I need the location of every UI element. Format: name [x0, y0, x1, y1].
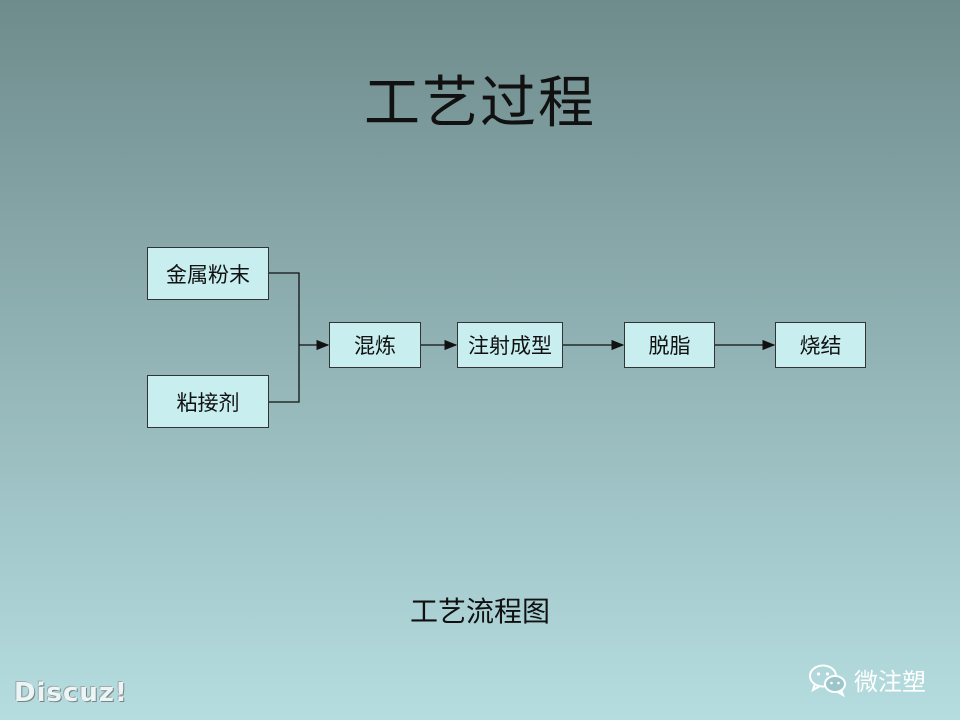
wechat-watermark: 微注塑	[808, 662, 926, 697]
wechat-account-name: 微注塑	[854, 668, 926, 696]
diagram-caption: 工艺流程图	[409, 595, 550, 628]
node-injection-molding: 注射成型	[457, 322, 563, 368]
node-metal-powder: 金属粉末	[147, 247, 269, 300]
wechat-icon	[809, 664, 846, 697]
slide-title: 工艺过程	[364, 71, 596, 136]
node-sintering: 烧结	[775, 322, 866, 368]
connector-binder	[269, 345, 300, 403]
connector-metal	[269, 272, 300, 345]
node-debinding: 脱脂	[624, 322, 715, 368]
discuz-watermark: Discuz!	[14, 678, 128, 708]
node-mixing: 混炼	[329, 322, 421, 368]
node-binder: 粘接剂	[147, 375, 269, 428]
